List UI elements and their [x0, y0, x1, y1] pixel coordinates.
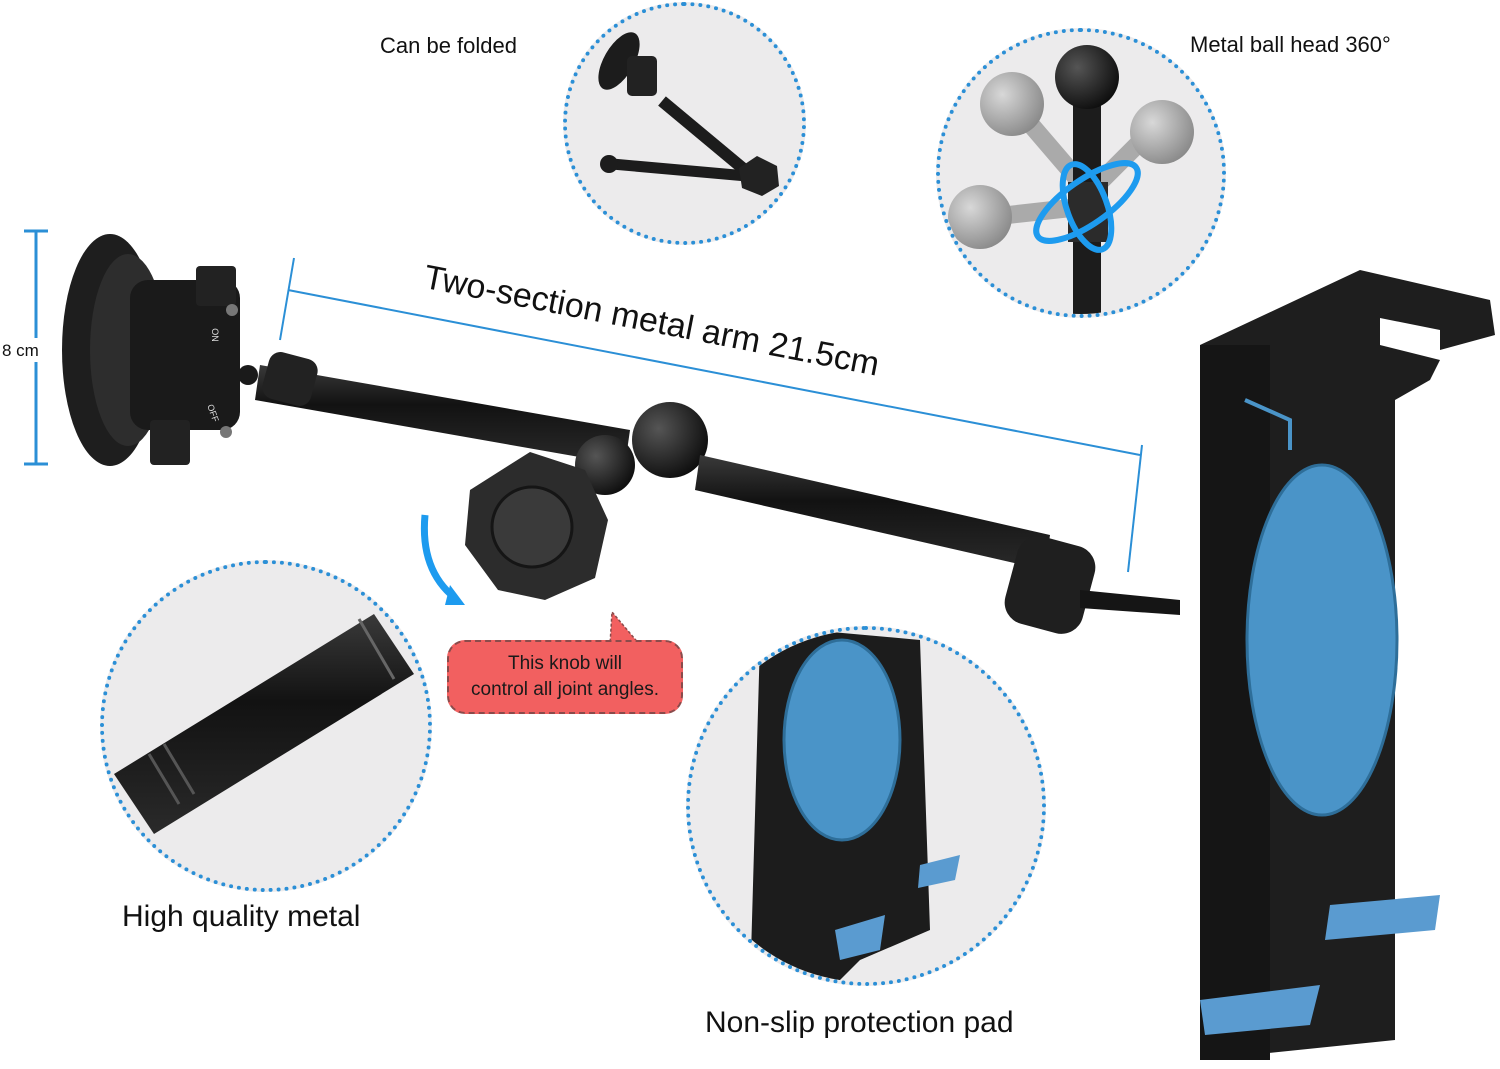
feature-label-ball-head: Metal ball head 360°: [1190, 32, 1391, 57]
feature-label-metal: High quality metal: [122, 900, 361, 933]
knob-icon: [465, 452, 608, 600]
tablet-holder: [1200, 270, 1495, 1060]
callout-line-2: control all joint angles.: [471, 679, 659, 700]
arm-dimension-line: [279, 257, 1143, 573]
knob-callout: This knob will control all joint angles.: [447, 640, 683, 714]
callout-line-1: This knob will: [507, 653, 623, 674]
metal-arm: [238, 352, 1180, 634]
folded-detail-circle: [563, 2, 806, 245]
metal-detail-circle: [100, 560, 432, 892]
suction-cup: [62, 234, 240, 466]
suction-on-label: ON: [209, 328, 220, 342]
height-dimension-line: [24, 229, 48, 466]
feature-label-pad: Non-slip protection pad: [705, 1006, 1014, 1039]
height-dimension-label: 8 cm: [2, 341, 39, 361]
pad-detail-circle: [686, 626, 1046, 986]
arrow-head-icon: [445, 585, 465, 605]
ball-head-detail-circle: [936, 28, 1226, 318]
feature-label-folded: Can be folded: [380, 33, 517, 58]
